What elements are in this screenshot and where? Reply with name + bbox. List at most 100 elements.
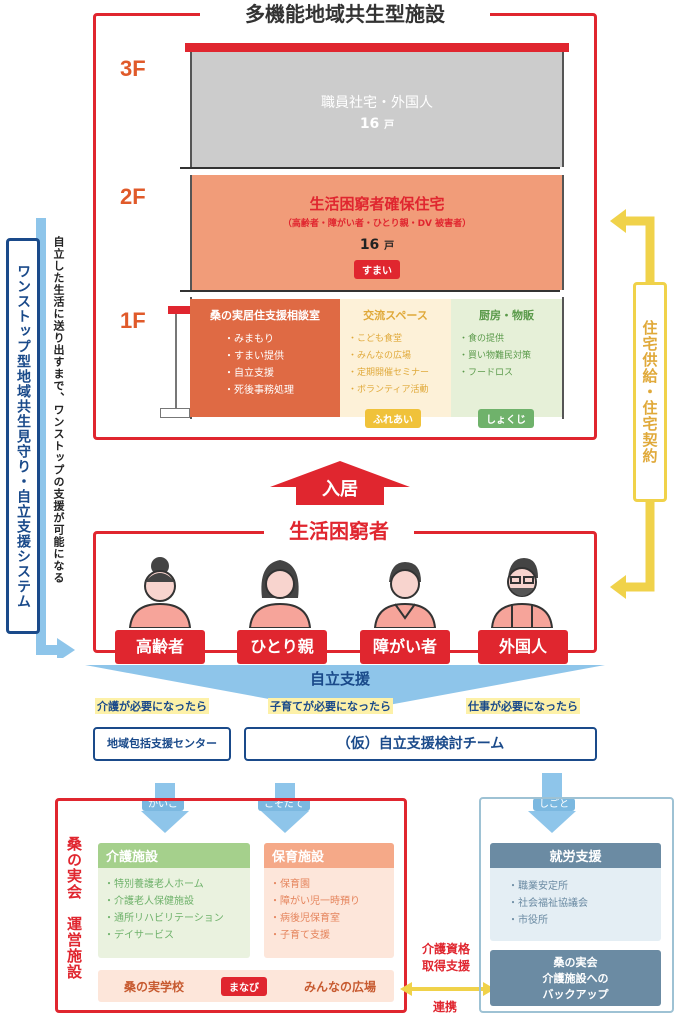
work-support-box: 就労支援 ・職業安定所 ・社会福祉協議会 ・市役所 [490,843,661,941]
kitchen-title: 厨房・物販 [479,309,534,322]
floor-2-count: 16 [359,237,380,253]
list-item: ・特別養護老人ホーム [104,879,204,890]
floor-3-unit: 戸 [384,120,395,131]
label-single-parent: ひとり親 [237,630,327,664]
list-item: ・デイサービス [104,930,174,941]
kuwanomi-label: 桑の実会 運営施設 [65,836,83,980]
list-item: ・食の提供 [459,334,505,344]
exchange-space: 交流スペース ・こども食堂 ・みんなの広場 ・定期開催セミナー ・ボランティア活… [340,299,451,417]
exchange-list: ・こども食堂 ・みんなの広場 ・定期開催セミナー ・ボランティア活動 [344,331,447,399]
link-label-1: 介護資格 [421,942,470,956]
consult-list: ・みまもり ・すまい提供 ・自立支援 ・死後事務処理 [196,331,334,399]
care-facility-list: ・特別養護老人ホーム ・介護老人保健施設 ・通所リハビリテーション ・デイサービ… [98,868,250,952]
floor-3-name: 職員社宅・外国人 [321,95,433,111]
system-note: 自立した生活に送り出すまで、ワンストップの支援が可能になる [52,236,65,584]
page-title: 多機能地域共生型施設 [200,0,490,28]
trigger-work: 仕事が必要になったら [466,698,580,714]
left-flow-arrow [36,218,75,662]
list-item: ・みんなの広場 [348,351,412,361]
consult-title: 桑の実居住支援相談室 [210,309,320,322]
manabi-tag: まなび [221,976,267,996]
link-double-arrow [400,982,495,996]
contract-label: 住宅供給・住宅契約 [640,320,659,464]
exchange-title: 交流スペース [363,309,428,322]
school-label: 桑の実学校 [124,979,185,994]
list-item: ・フードロス [459,368,514,378]
floor-2-sub: （高齢者・障がい者・ひとり親・DV 被害者） [282,219,472,229]
list-item: ・すまい提供 [224,351,284,362]
single-parent-icon [248,560,312,628]
entrance-awning [168,306,190,314]
work-support-title: 就労支援 [490,843,661,868]
list-item: ・介護老人保健施設 [104,896,194,907]
floor-3-count: 16 [359,116,380,132]
list-item: ・職業安定所 [508,881,568,892]
building-roof [185,43,569,52]
backup-line-1: 桑の実会 [553,956,598,969]
fureai-tag: ふれあい [365,409,421,428]
list-item: ・ボランティア活動 [348,385,429,395]
list-item: ・通所リハビリテーション [104,913,224,924]
list-item: ・自立支援 [224,368,274,379]
care-facility-box: 介護施設 ・特別養護老人ホーム ・介護老人保健施設 ・通所リハビリテーション ・… [98,843,250,958]
list-item: ・死後事務処理 [224,385,294,396]
floor-2-count-row: 16 戸 [192,237,562,253]
route-tag-care: かいご [142,798,184,811]
kuwanomi-frame [55,798,407,1013]
left-arrow-track [13,218,75,662]
backup-line-2: 介護施設への [542,972,609,985]
route-tag-work: しごと [533,798,575,811]
work-frame [479,797,674,1013]
system-label: ワンストップ型地域共生見守り・自立支援システム [15,263,31,609]
foreigner-icon [490,558,554,628]
floor-3-label: 3F [120,56,146,81]
list-item: ・買い物難民対策 [459,351,532,361]
list-item: ・保育園 [270,879,310,890]
needy-title: 生活困窮者 [264,518,414,544]
list-item: ・子育て支援 [270,930,330,941]
floor-divider [180,290,560,292]
kitchen-space: 厨房・物販 ・食の提供 ・買い物難民対策 ・フードロス [451,299,562,417]
nursery-box: 保育施設 ・保育園 ・障がい児一時預り ・病後児保育室 ・子育て支援 [264,843,394,958]
floor-2-unit: 戸 [384,241,395,252]
floor-2-name: 生活困窮者確保住宅 [309,195,445,213]
support-funnel [85,665,605,713]
floor-2-label: 2F [120,184,146,209]
floor-2: 生活困窮者確保住宅 （高齢者・障がい者・ひとり親・DV 被害者） 16 戸 すま… [190,175,564,290]
work-support-list: ・職業安定所 ・社会福祉協議会 ・市役所 [490,868,661,939]
nursery-list: ・保育園 ・障がい児一時預り ・病後児保育室 ・子育て支援 [264,868,394,952]
support-title: 自立支援 [309,670,370,688]
contract-box: 住宅供給・住宅契約 [633,282,667,502]
list-item: ・みまもり [224,334,274,345]
label-disabled: 障がい者 [360,630,450,664]
floor-divider [180,167,560,169]
entrance-post [175,314,177,410]
link-label-3: 連携 [432,1000,457,1014]
disabled-person-icon [373,562,437,628]
entrance-step [160,408,190,418]
link-label-2: 取得支援 [421,959,470,973]
floor-1-label: 1F [120,308,146,333]
list-item: ・こども食堂 [348,334,403,344]
label-elderly: 高齢者 [115,630,205,664]
list-item: ・社会福祉協議会 [508,898,588,909]
list-item: ・定期開催セミナー [348,368,430,378]
list-item: ・病後児保育室 [270,913,340,924]
list-item: ・障がい児一時預り [270,896,360,907]
shokuji-tag: しょくじ [478,409,534,428]
support-team-box: （仮）自立支援検討チーム [244,727,597,761]
plaza-label: みんなの広場 [303,979,376,994]
backup-line-3: バックアップ [542,988,609,1001]
care-facility-title: 介護施設 [98,843,250,868]
consult-room: 桑の実居住支援相談室 ・みまもり ・すまい提供 ・自立支援 ・死後事務処理 [190,299,340,417]
kitchen-list: ・食の提供 ・買い物難民対策 ・フードロス [455,331,558,382]
sumai-tag: すまい [354,260,400,279]
backup-box: 桑の実会 介護施設への バックアップ [490,950,661,1006]
regional-center-box: 地域包括支援センター [93,727,231,761]
floor-3-count-row: 16 戸 [192,116,562,132]
trigger-childcare: 子育てが必要になったら [268,698,393,714]
route-tag-childcare: こそだて [258,798,310,811]
trigger-care: 介護が必要になったら [95,698,209,714]
qualification-label: 介護資格 取得支援 [410,941,482,975]
list-item: ・市役所 [508,915,548,926]
